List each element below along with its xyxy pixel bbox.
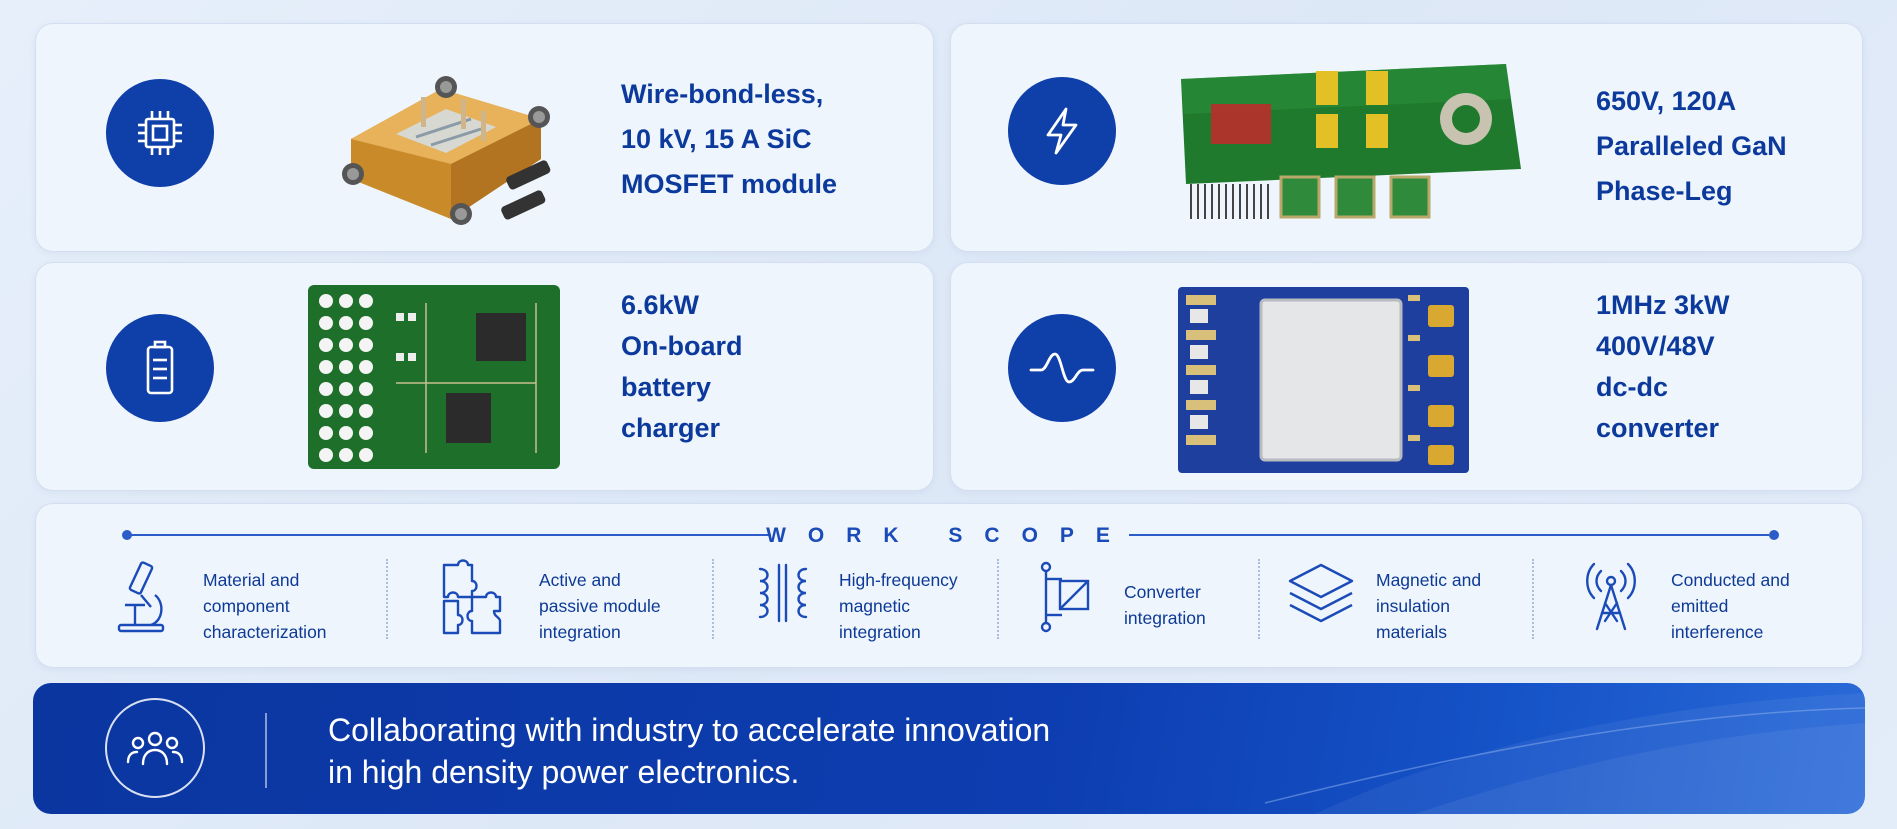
scope-divider-4 <box>1258 559 1260 639</box>
scope-divider-5 <box>1532 559 1534 639</box>
dcdc-converter-photo <box>1178 287 1469 473</box>
transformer-icon <box>758 563 808 623</box>
people-group-icon-badge <box>105 698 205 798</box>
sine-wave-icon-badge <box>1008 314 1116 422</box>
scope-divider-1 <box>386 559 388 639</box>
product-card-dcdc-converter: 1MHz 3kW 400V/48V dc-dc converter <box>950 262 1863 491</box>
scope-label-module-integration: Active and passive module integration <box>539 570 661 642</box>
antenna-icon <box>1586 562 1636 631</box>
scope-divider-2 <box>712 559 714 639</box>
battery-icon <box>146 340 174 395</box>
layers-icon <box>1288 563 1354 623</box>
scope-item-magnetic-integration: High-frequency magnetic integration <box>754 559 1014 649</box>
scope-label-converter-integration: Converter integration <box>1124 582 1206 628</box>
product-title-battery-charger: 6.6kW On-board battery charger <box>621 290 743 443</box>
scope-line-right <box>1129 534 1769 536</box>
gan-phase-leg-photo <box>1181 64 1521 219</box>
banner-divider <box>265 713 267 788</box>
scope-item-materials: Magnetic and insulation materials <box>1286 559 1546 649</box>
scope-label-magnetic-integration: High-frequency magnetic integration <box>839 570 958 642</box>
battery-charger-photo <box>308 285 560 469</box>
scope-divider-3 <box>997 559 999 639</box>
lightning-icon-badge <box>1008 77 1116 185</box>
chip-icon-badge <box>106 79 214 187</box>
product-title-dcdc-converter: 1MHz 3kW 400V/48V dc-dc converter <box>1596 290 1730 443</box>
chip-icon <box>138 111 182 155</box>
collaboration-banner: Collaborating with industry to accelerat… <box>33 683 1865 814</box>
scope-item-converter-integration: Converter integration <box>1034 559 1294 649</box>
scope-label-materials: Magnetic and insulation materials <box>1376 570 1482 642</box>
battery-icon-badge <box>106 314 214 422</box>
product-title-sic-module: Wire-bond-less, 10 kV, 15 A SiC MOSFET m… <box>621 79 837 199</box>
product-title-gan-phase-leg: 650V, 120A Paralleled GaN Phase-Leg <box>1596 86 1787 206</box>
sine-wave-icon <box>1029 352 1095 384</box>
converter-icon <box>1040 561 1090 633</box>
product-card-sic-module: Wire-bond-less, 10 kV, 15 A SiC MOSFET m… <box>35 23 934 252</box>
scope-label-characterization: Material and component characterization <box>203 570 327 642</box>
scope-item-interference: Conducted and emitted interference <box>1583 559 1843 649</box>
puzzle-icon <box>442 559 502 635</box>
sic-module-photo <box>342 76 551 225</box>
scope-label-interference: Conducted and emitted interference <box>1671 570 1790 642</box>
work-scope-panel: WORK SCOPE Material and component charac… <box>35 503 1863 668</box>
scope-item-module-integration: Active and passive module integration <box>436 559 716 649</box>
lightning-icon <box>1046 107 1078 155</box>
scope-line-dot-left <box>122 530 132 540</box>
banner-message: Collaborating with industry to accelerat… <box>328 712 1051 790</box>
people-group-icon <box>126 731 184 766</box>
scope-line-dot-right <box>1769 530 1779 540</box>
product-card-battery-charger: 6.6kW On-board battery charger <box>35 262 934 491</box>
microscope-icon <box>117 561 165 633</box>
work-scope-heading: WORK SCOPE <box>766 524 1132 547</box>
product-card-gan-phase-leg: 650V, 120A Paralleled GaN Phase-Leg <box>950 23 1863 252</box>
banner-wave-decoration <box>1264 693 1865 814</box>
scope-line-left <box>128 534 771 536</box>
scope-item-characterization: Material and component characterization <box>111 559 371 649</box>
